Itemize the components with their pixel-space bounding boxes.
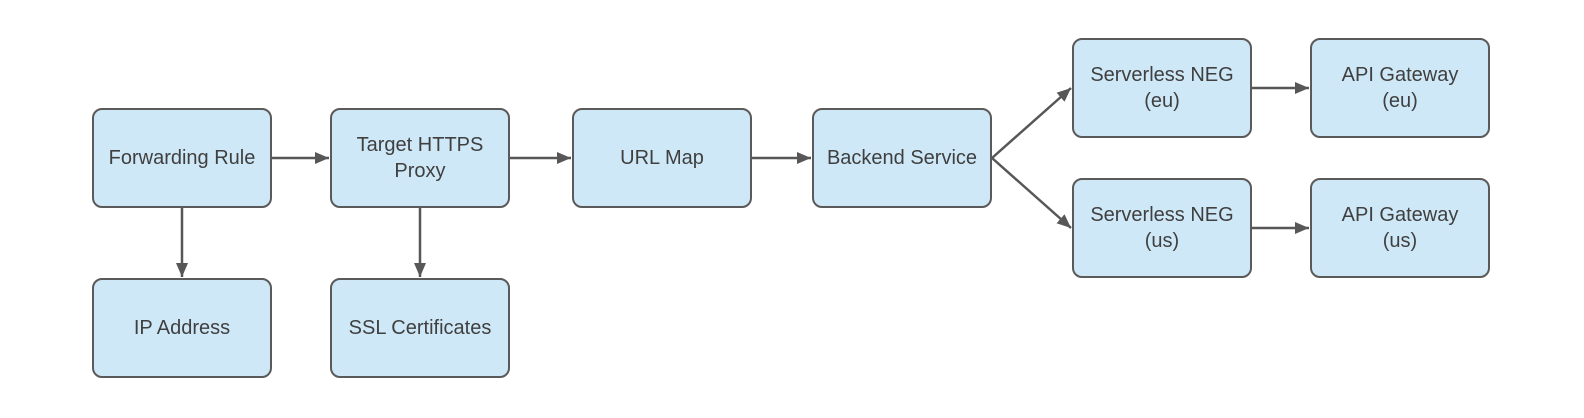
node-api-gateway-us: API Gateway (us): [1310, 178, 1490, 278]
node-url-map-label: URL Map: [620, 147, 704, 169]
node-api-gateway-eu-label: API Gateway (eu): [1341, 64, 1459, 112]
node-serverless-neg-eu-label: Serverless NEG (eu): [1090, 64, 1234, 112]
node-ip-address-label: IP Address: [133, 317, 231, 339]
node-url-map: URL Map: [572, 108, 752, 208]
node-forwarding-rule-label: Forwarding Rule: [108, 147, 256, 169]
edge-backend-service-to-serverless-neg-eu: [991, 87, 1072, 159]
node-api-gateway-us-label: API Gateway (us): [1341, 204, 1459, 252]
node-ssl-certificates: SSL Certificates: [330, 278, 510, 378]
node-backend-service: Backend Service: [812, 108, 992, 208]
node-target-https-proxy-label: Target HTTPS Proxy: [356, 134, 484, 182]
node-serverless-neg-us: Serverless NEG (us): [1072, 178, 1252, 278]
node-serverless-neg-eu: Serverless NEG (eu): [1072, 38, 1252, 138]
node-backend-service-label: Backend Service: [826, 147, 978, 169]
node-serverless-neg-us-label: Serverless NEG (us): [1090, 204, 1234, 252]
node-forwarding-rule: Forwarding Rule: [92, 108, 272, 208]
node-api-gateway-eu: API Gateway (eu): [1310, 38, 1490, 138]
node-target-https-proxy: Target HTTPS Proxy: [330, 108, 510, 208]
node-ip-address: IP Address: [92, 278, 272, 378]
node-ssl-certificates-label: SSL Certificates: [348, 317, 492, 339]
edge-backend-service-to-serverless-neg-us: [991, 157, 1072, 229]
